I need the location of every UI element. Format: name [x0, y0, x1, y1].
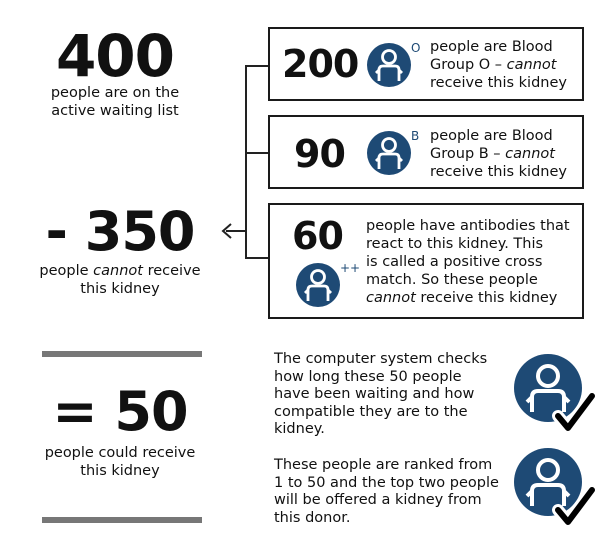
box-text-line5-em: cannot	[366, 290, 416, 306]
divider-bar-bottom	[42, 517, 202, 523]
connector-h2	[245, 152, 269, 154]
box-text-line3: receive this kidney	[430, 75, 567, 91]
box-text-line2-pre: Group B –	[430, 146, 506, 162]
total-caption: people are on the active waiting list	[30, 84, 200, 120]
box-blood-group-o: 200 O people are Blood Group O – cannot …	[268, 27, 584, 101]
box-blood-group-b: 90 B people are Blood Group B – cannot r…	[268, 115, 584, 189]
box-text: people are Blood Group O – cannot receiv…	[430, 38, 567, 92]
step-paragraph-rank: These people are ranked from 1 to 50 and…	[274, 457, 509, 527]
person-check-icon	[514, 448, 596, 528]
blood-group-badge: B	[411, 129, 420, 143]
subtract-number: - 350	[45, 200, 196, 263]
step-line: kidney.	[274, 421, 325, 437]
box-text-line4: match. So these people	[366, 272, 538, 288]
arrow-left-icon	[221, 223, 232, 239]
subtract-caption-post: receive	[142, 263, 201, 279]
step-line: These people are ranked from	[274, 457, 493, 473]
subtract-caption-line1: people cannot receive	[25, 262, 215, 280]
subtract-caption-pre: people	[39, 263, 94, 279]
box-text-line2: Group O – cannot	[430, 56, 567, 74]
result-caption-line2: this kidney	[80, 463, 160, 479]
connector-arrow-shaft	[226, 230, 245, 232]
box-text-line5-post: receive this kidney	[415, 290, 558, 306]
box-text-line2-pre: Group O –	[430, 57, 507, 73]
box-text-line5: cannot receive this kidney	[366, 289, 570, 307]
subtract-caption-em: cannot	[93, 263, 143, 279]
box-text-line2-em: cannot	[506, 57, 557, 73]
box-text-line1: people have antibodies that	[366, 218, 570, 234]
box-number: 60	[292, 214, 344, 258]
connector-vertical	[245, 65, 247, 259]
box-text-line1: people are Blood	[430, 128, 553, 144]
box-number: 200	[282, 42, 359, 86]
box-text: people are Blood Group B – cannot receiv…	[430, 127, 567, 181]
divider-bar-top	[42, 351, 202, 357]
subtract-caption-line2: this kidney	[80, 281, 160, 297]
box-text-line3: is called a positive cross	[366, 254, 543, 270]
step-line: have been waiting and how	[274, 386, 475, 402]
box-text: people have antibodies that react to thi…	[366, 217, 570, 307]
step-line: compatible they are to the	[274, 403, 468, 420]
step-line: The computer system checks	[274, 351, 488, 367]
total-caption-line1: people are on the	[50, 85, 180, 101]
subtract-caption: people cannot receive this kidney	[25, 262, 215, 298]
connector-h3	[245, 257, 269, 259]
antibody-badge: ++	[340, 261, 361, 275]
box-text-line2: Group B – cannot	[430, 145, 567, 163]
person-icon	[367, 131, 411, 175]
box-text-line2: react to this kidney. This	[366, 236, 544, 252]
result-caption-line1: people could receive	[44, 445, 196, 461]
connector-h1	[245, 65, 269, 67]
person-icon	[296, 263, 340, 307]
total-caption-line2: active waiting list	[51, 103, 179, 119]
result-number: = 50	[52, 380, 188, 443]
person-icon	[367, 43, 411, 87]
box-text-line2-em: cannot	[505, 146, 555, 162]
step-line: this donor.	[274, 509, 351, 526]
step-line: how long these 50 people	[274, 368, 462, 385]
result-caption: people could receive this kidney	[30, 444, 210, 480]
step-line: 1 to 50 and the top two people	[274, 474, 499, 491]
step-paragraph-check: The computer system checks how long thes…	[274, 351, 504, 439]
box-antibodies: 60 ++ people have antibodies that react …	[268, 203, 584, 319]
box-number: 90	[294, 132, 346, 176]
total-number: 400	[55, 22, 175, 90]
step-line: will be offered a kidney from	[274, 492, 482, 508]
box-text-line1: people are Blood	[430, 39, 553, 55]
box-text-line3: receive this kidney	[430, 164, 567, 180]
person-check-icon	[514, 354, 596, 434]
blood-group-badge: O	[411, 41, 421, 55]
